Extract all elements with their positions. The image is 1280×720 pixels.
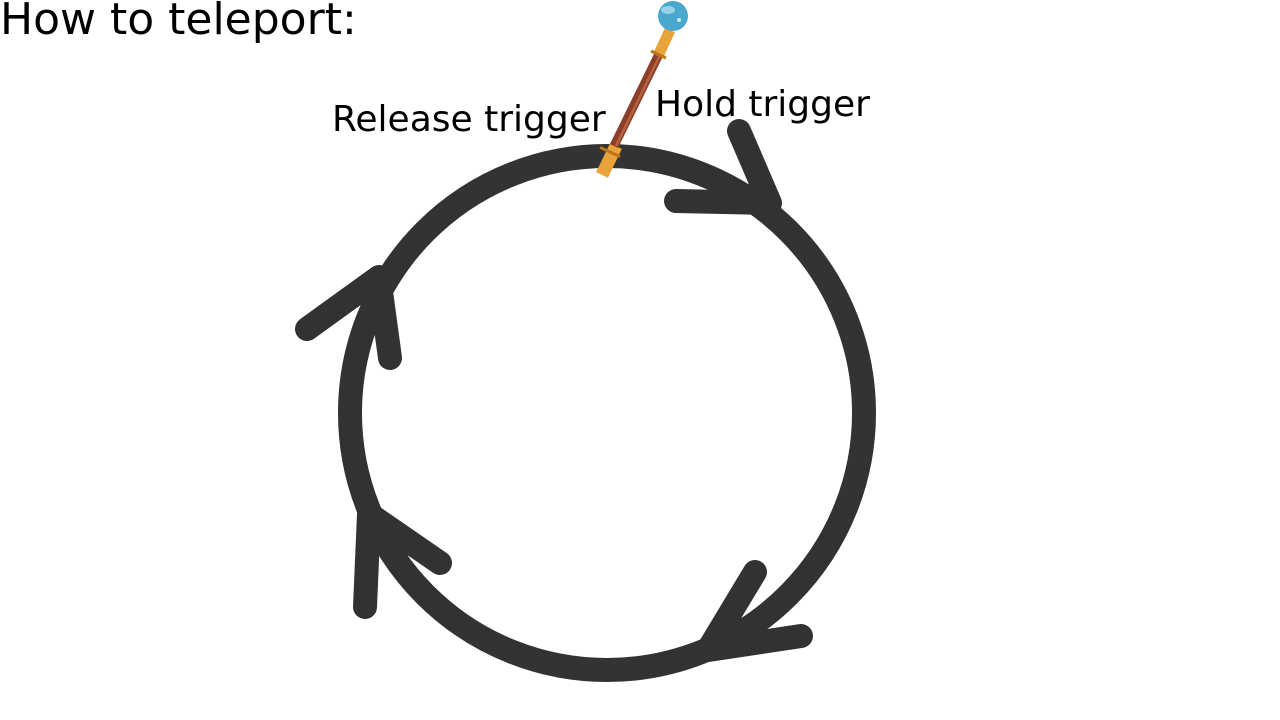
- arrowhead-top-right: [664, 119, 782, 215]
- wand-icon: [596, 1, 688, 178]
- arrowhead-top-left: [295, 265, 402, 370]
- hold-trigger-label: Hold trigger: [655, 84, 870, 125]
- page-title: How to teleport:: [0, 0, 357, 45]
- arrowhead-bottom-right: [696, 560, 813, 662]
- rotation-circle: [295, 119, 876, 682]
- arrowhead-bottom-left: [353, 502, 452, 619]
- release-trigger-label: Release trigger: [332, 99, 606, 140]
- circle-path: [338, 144, 876, 682]
